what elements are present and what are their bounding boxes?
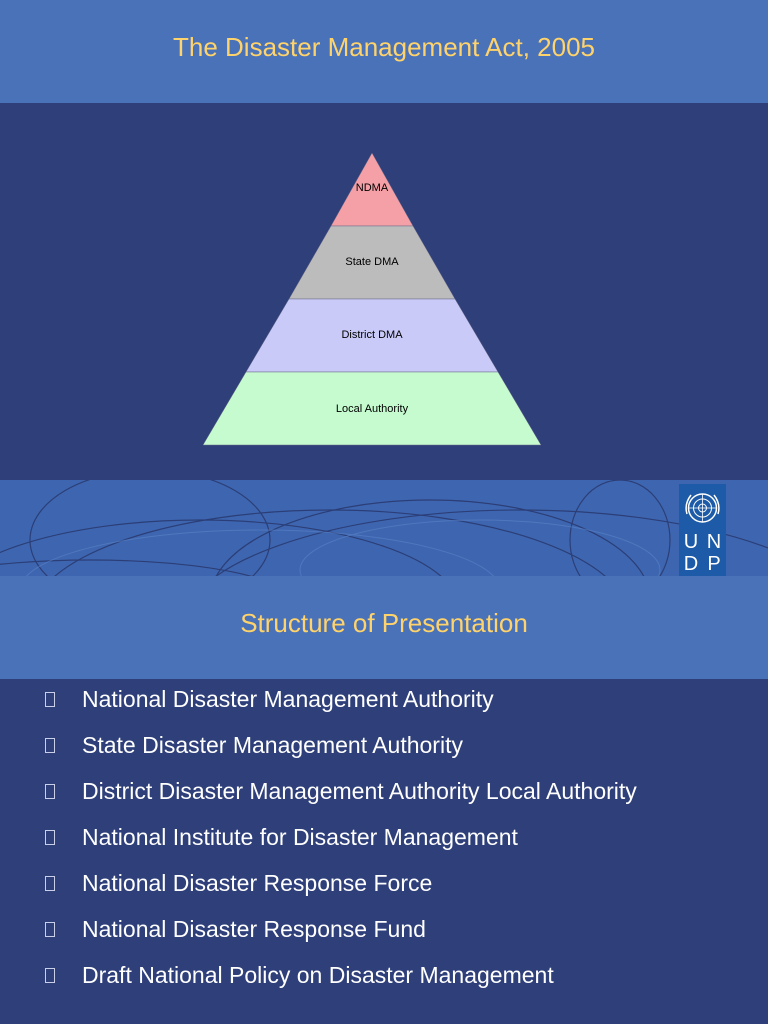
un-emblem-icon xyxy=(685,493,720,523)
list-item: National Disaster Management Authority xyxy=(44,684,494,714)
slide-title: The Disaster Management Act, 2005 xyxy=(172,32,595,62)
pyramid-label-state-dma: State DMA xyxy=(345,256,399,268)
list-item: National Disaster Response Fund xyxy=(44,914,426,944)
list-item-text: Draft National Policy on Disaster Manage… xyxy=(82,961,554,988)
bullet-marker-icon xyxy=(45,875,55,891)
pyramid-label-local-authority: Local Authority xyxy=(335,403,409,415)
undp-logo: U N D P xyxy=(679,484,726,576)
list-item-text: National Disaster Response Fund xyxy=(82,915,426,942)
decorative-arcs xyxy=(0,480,768,576)
title-band: The Disaster Management Act, 2005 xyxy=(0,0,768,103)
list-item-text: National Disaster Response Force xyxy=(82,869,433,896)
pyramid-label-ndma: NDMA xyxy=(355,182,389,194)
pyramid-level-local-authority xyxy=(202,371,542,446)
list-item: National Institute for Disaster Manageme… xyxy=(44,822,518,852)
bullet-marker-icon xyxy=(45,691,55,707)
bullet-marker-icon xyxy=(45,921,55,937)
bullet-marker-icon xyxy=(45,737,55,753)
undp-letter-n: N xyxy=(706,531,722,553)
list-item-text: District Disaster Management Authority L… xyxy=(82,777,637,804)
list-item: District Disaster Management Authority L… xyxy=(44,776,637,806)
undp-letter-d: D xyxy=(683,553,699,575)
list-item: Draft National Policy on Disaster Manage… xyxy=(44,960,554,990)
list-item-text: National Institute for Disaster Manageme… xyxy=(82,823,518,850)
bullet-marker-icon xyxy=(45,829,55,845)
undp-letter-p: P xyxy=(707,553,721,575)
list-item: State Disaster Management Authority xyxy=(44,730,463,760)
section-title: Structure of Presentation xyxy=(240,608,528,638)
pyramid-label-district-dma: District DMA xyxy=(341,329,403,341)
bullet-marker-icon xyxy=(45,967,55,983)
list-item-text: National Disaster Management Authority xyxy=(82,685,494,712)
list-item: National Disaster Response Force xyxy=(44,868,432,898)
undp-letter-u: U xyxy=(683,531,699,553)
list-item-text: State Disaster Management Authority xyxy=(82,731,463,758)
pyramid-diagram xyxy=(202,152,542,446)
decorative-footer-band xyxy=(0,480,768,576)
section-title-band: Structure of Presentation xyxy=(0,576,768,679)
bullet-marker-icon xyxy=(45,783,55,799)
